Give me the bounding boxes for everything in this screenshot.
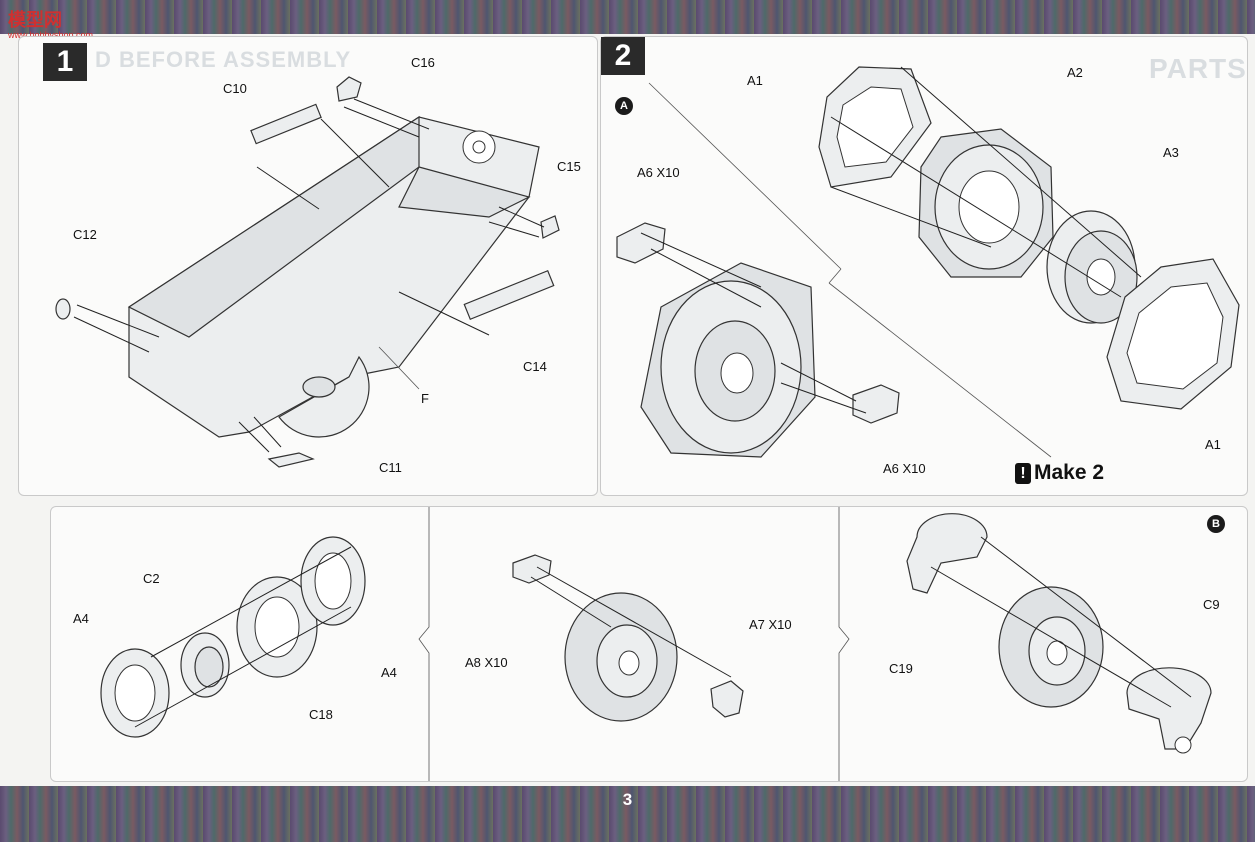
ghost-heading: D BEFORE ASSEMBLY [95,47,352,72]
part-label-a3: A3 [1163,145,1179,160]
step-1-panel: D BEFORE ASSEMBLY 1 C16 C10 C15 C12 C14 [18,36,598,496]
part-label-a8: A8 X10 [465,655,508,670]
part-label-a7: A7 X10 [749,617,792,632]
step-1-diagram [55,76,560,468]
step-2-diagram [616,66,1240,458]
part-label-c18: C18 [309,707,333,722]
logo-subtext: www.hobbyshop.com [8,30,94,40]
sub-step-b-diagram [100,507,1212,781]
part-label-a4-left: A4 [73,611,89,626]
part-label-a2: A2 [1067,65,1083,80]
sub-step-b-panel: B C2 A4 A4 C18 A8 X10 A7 X1 [50,506,1248,782]
top-banner [0,0,1255,34]
part-label-c10: C10 [223,81,247,96]
make-note-text: Make 2 [1034,461,1105,484]
part-label-c19: C19 [889,661,913,676]
part-label-c14: C14 [523,359,547,374]
sub-step-tag-a: A [615,97,633,115]
part-label-c12: C12 [73,227,97,242]
sub-step-tag-b: B [1207,515,1225,533]
part-label-a6-upper: A6 X10 [637,165,680,180]
part-label-f: F [421,391,429,406]
part-label-a4-right: A4 [381,665,397,680]
part-label-a1-bottom: A1 [1205,437,1221,452]
part-label-c11: C11 [379,460,402,475]
ghost-heading: PARTS [1149,53,1247,84]
part-label-a1-top: A1 [747,73,763,88]
site-logo: 模型网 www.hobbyshop.com [8,6,93,40]
part-label-c9: C9 [1203,597,1220,612]
step-2-panel: PARTS 2 A A1 A2 [600,36,1248,496]
page-number: 3 [622,790,633,809]
make-note: ! Make 2 [1015,461,1104,485]
part-label-c2: C2 [143,571,160,586]
bottom-banner [0,786,1255,842]
part-label-c15: C15 [557,159,581,174]
step-number-badge: 1 [43,43,87,81]
part-label-a6-lower: A6 X10 [883,461,926,476]
part-label-c16: C16 [411,55,435,70]
logo-text: 模型网 [8,10,62,30]
warning-icon: ! [1015,462,1031,484]
step-number-badge: 2 [601,37,645,75]
